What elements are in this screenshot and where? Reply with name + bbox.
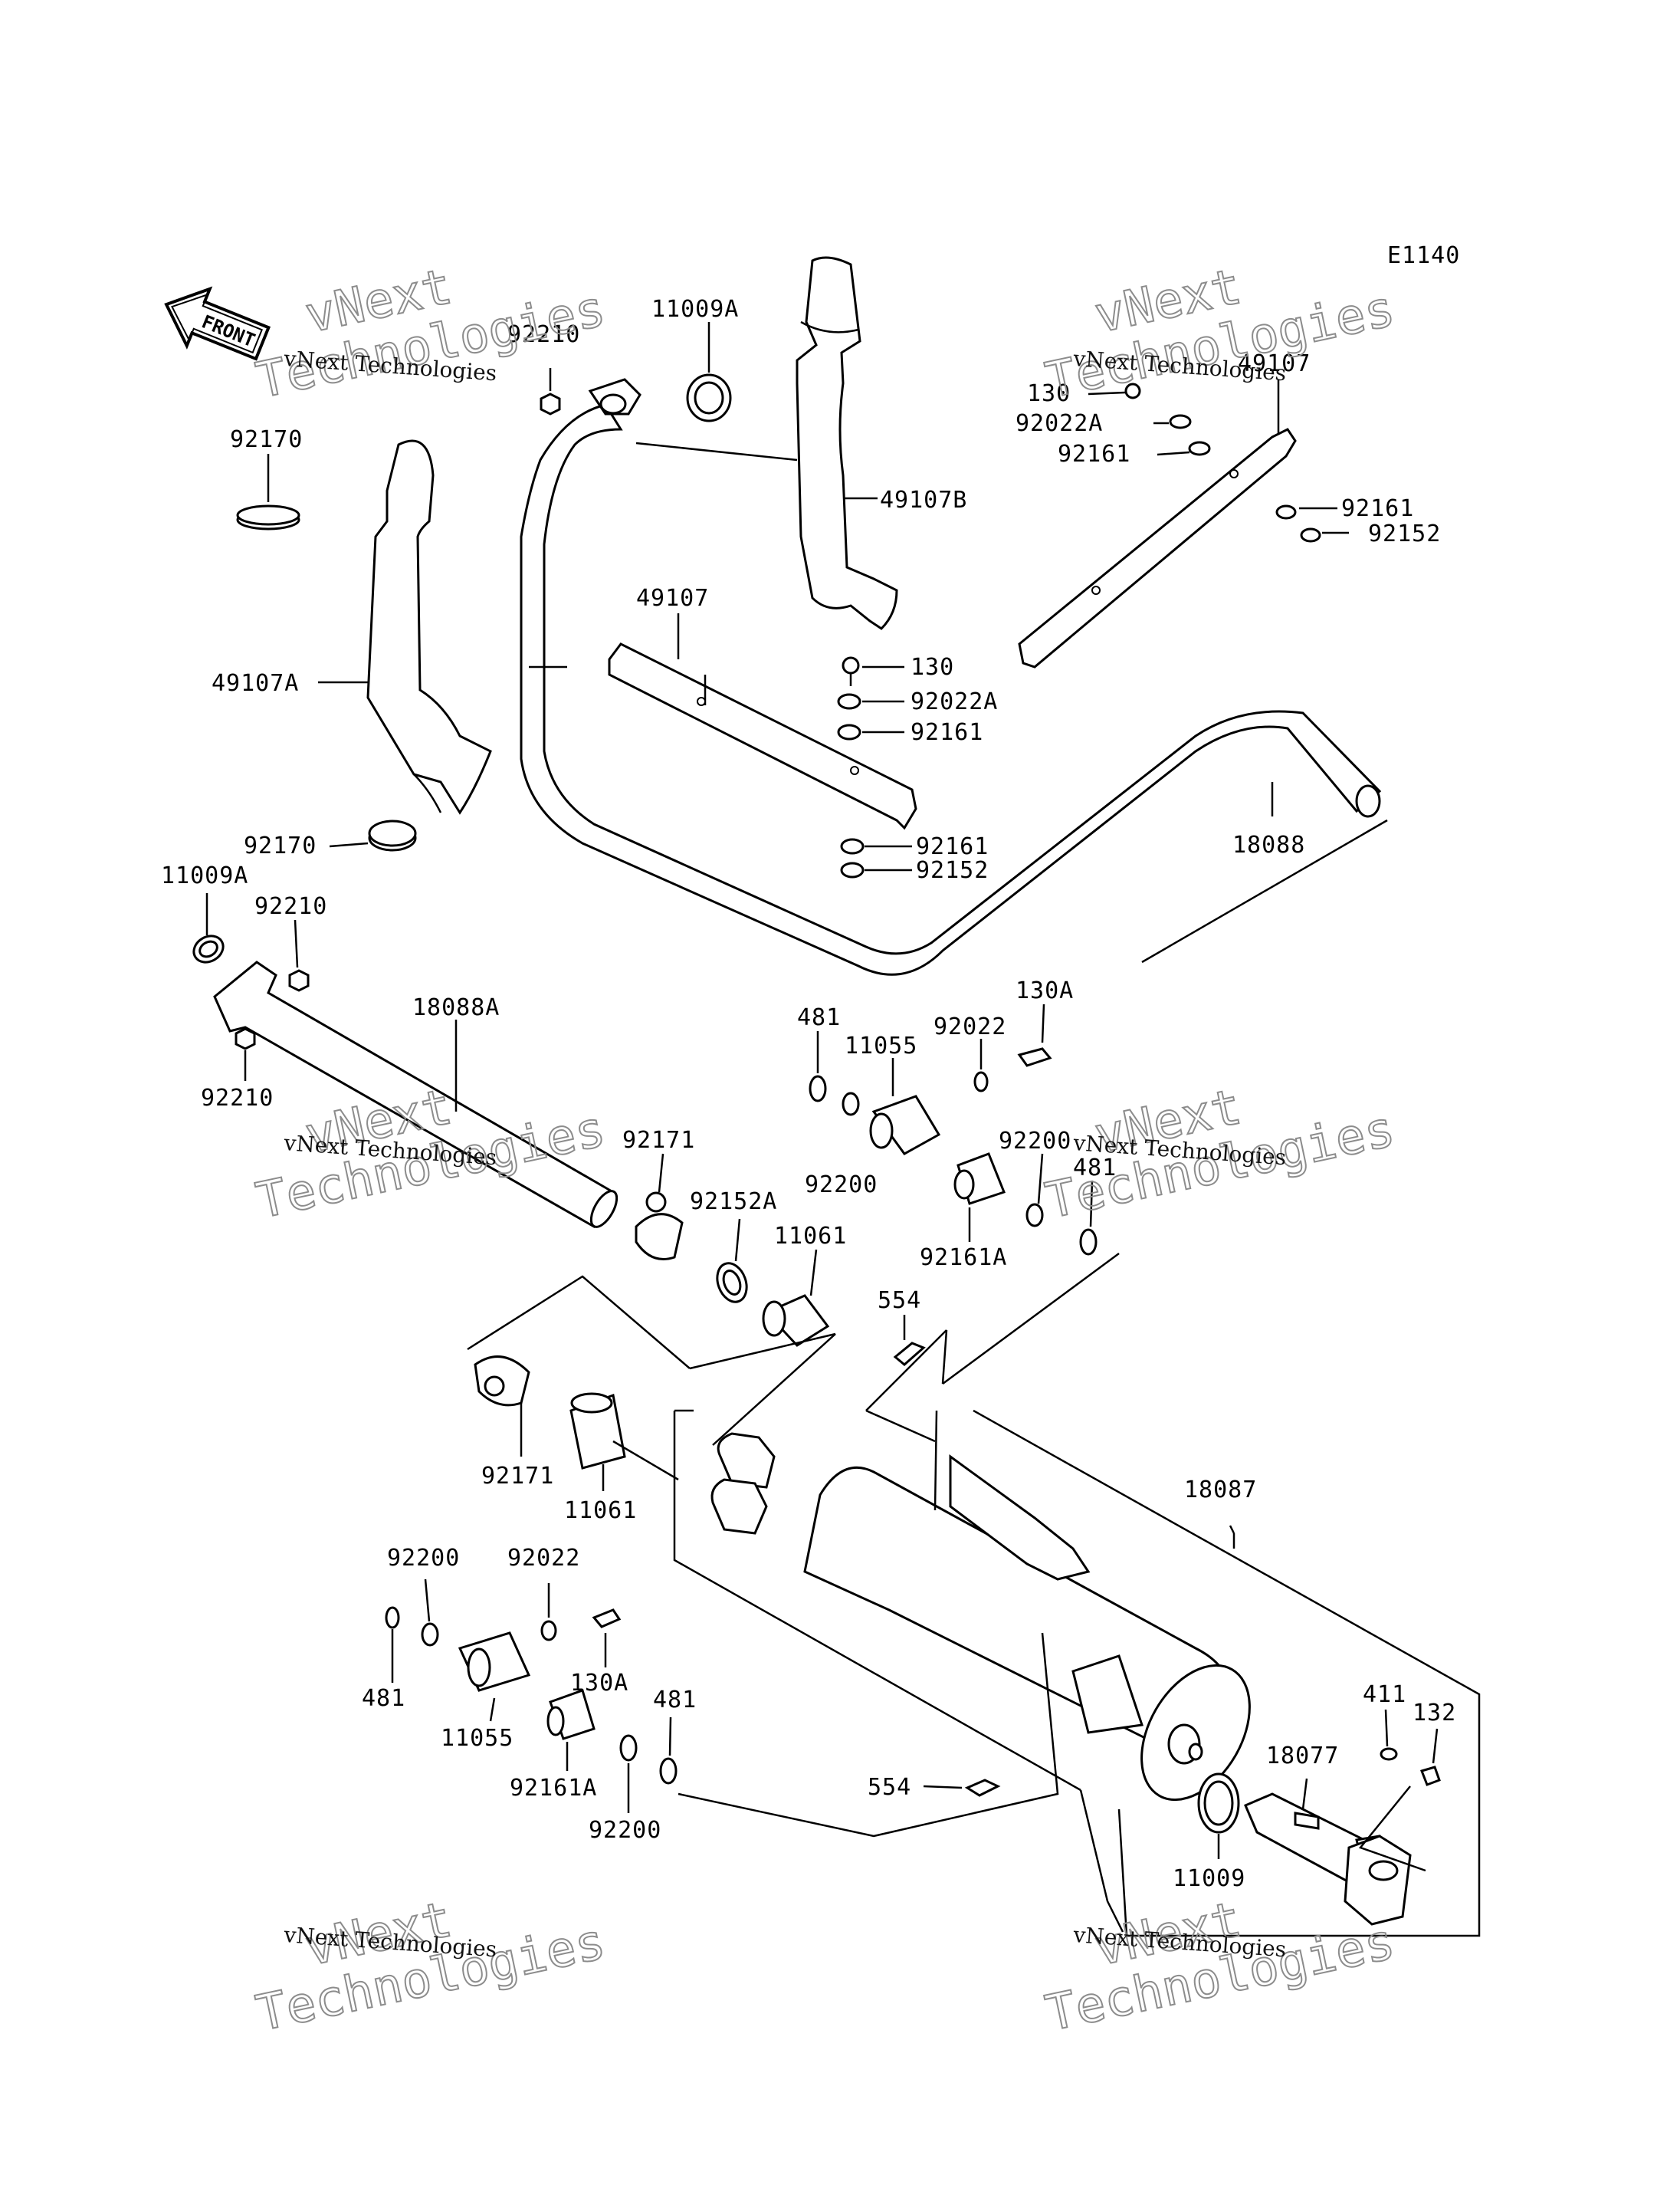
spark-arrestor-18077 <box>1244 1778 1412 1926</box>
hardware-stack-right <box>1088 383 1349 543</box>
label-130-mid: 130 <box>911 654 954 681</box>
label-11009A-top: 11009A <box>651 296 739 323</box>
label-92161-mid1: 92161 <box>911 719 983 746</box>
label-49107-right: 49107 <box>1238 350 1311 377</box>
label-481-b: 481 <box>1073 1155 1117 1181</box>
label-92210-mid: 92210 <box>254 893 327 920</box>
clamp-92170-bottom <box>329 820 417 852</box>
label-92200-c: 92200 <box>387 1545 460 1572</box>
label-92210-bottom: 92210 <box>201 1085 274 1112</box>
heat-guard-49107A <box>318 439 492 815</box>
label-92161A-a: 92161A <box>920 1244 1007 1271</box>
label-92152-right: 92152 <box>1368 521 1441 547</box>
clamp-92171-bottom <box>474 1355 530 1457</box>
label-411: 411 <box>1363 1681 1406 1708</box>
label-92152-mid: 92152 <box>916 857 989 884</box>
ring-92152A <box>716 1218 748 1303</box>
gasket-11009 <box>1197 1772 1240 1859</box>
label-18087: 18087 <box>1184 1477 1257 1503</box>
label-18077: 18077 <box>1266 1743 1339 1769</box>
label-11061-top: 11061 <box>774 1223 847 1250</box>
label-92170-top: 92170 <box>230 426 303 453</box>
label-18088: 18088 <box>1232 832 1305 859</box>
nut-92210-mid <box>288 919 310 992</box>
label-92161-right1: 92161 <box>1058 441 1130 468</box>
clip-554-top <box>893 1315 926 1366</box>
sleeve-11061-top <box>762 1249 830 1347</box>
rubber-mount-group-right <box>809 1004 1098 1256</box>
hardware-stack-mid <box>837 656 912 879</box>
gasket-11009A-top <box>686 322 732 422</box>
label-92171-bottom: 92171 <box>481 1463 554 1490</box>
label-554-top: 554 <box>878 1287 921 1314</box>
label-92170-bottom: 92170 <box>244 833 317 859</box>
label-92022A-mid: 92022A <box>911 688 998 715</box>
label-130-right: 130 <box>1027 380 1071 407</box>
diagram-code: E1140 <box>1387 242 1460 269</box>
label-11009: 11009 <box>1173 1865 1245 1892</box>
heat-guard-49107-mid <box>608 613 917 830</box>
label-554-bottom: 554 <box>868 1774 911 1801</box>
watermark-2: vNext Technologies <box>1040 258 1400 411</box>
label-481-c: 481 <box>362 1685 405 1712</box>
exhaust-pipe-18088 <box>520 378 1388 976</box>
label-92022-a: 92022 <box>934 1013 1006 1040</box>
rubber-mount-group-left <box>385 1578 678 1813</box>
clip-554-bottom <box>923 1779 1001 1797</box>
label-92152A: 92152A <box>690 1188 777 1215</box>
assembly-lines <box>467 1252 1481 1937</box>
sleeve-11061-bottom <box>569 1392 626 1491</box>
label-92161-mid2: 92161 <box>916 833 989 860</box>
label-92161A-b: 92161A <box>510 1775 597 1802</box>
watermark-1: vNext Technologies <box>251 258 611 411</box>
muffler-18087 <box>710 1432 1251 1802</box>
label-18088A: 18088A <box>412 994 500 1021</box>
label-11055-a: 11055 <box>845 1033 917 1059</box>
label-130A-b: 130A <box>570 1670 628 1697</box>
nut-92210-top <box>540 368 561 416</box>
label-49107B: 49107B <box>880 487 967 514</box>
clamp-92170-top <box>236 454 300 531</box>
label-92022A-right: 92022A <box>1016 410 1103 437</box>
label-481-d: 481 <box>653 1687 697 1713</box>
screw-washer-411-132 <box>1380 1709 1441 1786</box>
exhaust-pipe-18088A <box>213 961 619 1229</box>
label-11009A-bottom: 11009A <box>161 862 248 889</box>
gasket-11009A-bottom <box>192 893 225 964</box>
label-481-a: 481 <box>797 1004 841 1031</box>
label-130A-a: 130A <box>1016 977 1074 1004</box>
label-11061-bottom: 11061 <box>564 1497 637 1524</box>
label-132: 132 <box>1413 1700 1456 1726</box>
label-92161-right2: 92161 <box>1341 495 1414 522</box>
label-49107A: 49107A <box>212 670 299 697</box>
heat-guard-49107B <box>796 256 898 630</box>
label-92022-b: 92022 <box>507 1545 580 1572</box>
label-92210-top: 92210 <box>507 321 580 348</box>
label-92200-a: 92200 <box>805 1171 878 1198</box>
heat-guard-49107-right <box>1018 379 1297 669</box>
label-92200-b: 92200 <box>999 1128 1071 1155</box>
label-49107-mid: 49107 <box>636 585 709 612</box>
label-11055-b: 11055 <box>441 1725 514 1752</box>
clamp-92171-top <box>635 1153 684 1260</box>
label-92171-top: 92171 <box>622 1127 695 1154</box>
label-92200-d: 92200 <box>589 1817 661 1844</box>
